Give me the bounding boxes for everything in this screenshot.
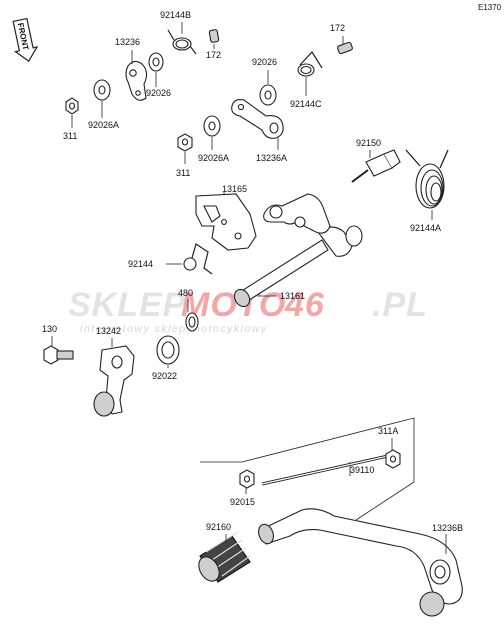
spring-92144a xyxy=(405,149,449,209)
label-92144b: 92144B xyxy=(160,10,191,20)
washer-92026-top xyxy=(148,52,164,72)
watermark-sklep: SKLEP xyxy=(68,286,186,324)
pin-172-right xyxy=(337,41,353,55)
watermark-moto: MOTO xyxy=(181,286,286,324)
label-13236: 13236 xyxy=(115,37,140,47)
watermark: SKLEP MOTO 46 .PL internetowy sklep moto… xyxy=(68,286,428,335)
washer-92026a-mid xyxy=(203,115,221,137)
washer-92022 xyxy=(156,335,180,365)
watermark-tagline: internetowy sklep motocyklowy xyxy=(80,323,268,335)
circlip-480 xyxy=(185,312,199,332)
plate-13165 xyxy=(195,193,257,251)
label-130: 130 xyxy=(42,324,57,334)
rubber-92160 xyxy=(198,531,251,583)
label-92026-top: 92026 xyxy=(146,88,171,98)
lever-13236a xyxy=(231,99,284,139)
label-172-right: 172 xyxy=(330,23,345,33)
rod-assembly-outline xyxy=(200,417,415,521)
front-arrow-badge: FRONT xyxy=(12,17,39,62)
label-92026-mid: 92026 xyxy=(252,57,277,67)
nut-92015 xyxy=(239,469,255,489)
diagram-code: E1370 xyxy=(478,3,502,12)
nut-311a xyxy=(385,449,401,469)
label-13165: 13165 xyxy=(222,184,247,194)
label-92026a-left: 92026A xyxy=(88,120,119,130)
tie-rod xyxy=(261,454,389,486)
label-92026a-mid: 92026A xyxy=(198,153,229,163)
spring-92144 xyxy=(183,243,213,275)
label-311-left: 311 xyxy=(63,131,77,141)
watermark-46: 46 xyxy=(284,286,325,324)
label-92144a: 92144A xyxy=(410,223,441,233)
label-92144c: 92144C xyxy=(290,99,322,109)
label-172-left: 172 xyxy=(206,50,221,60)
label-311a: 311A xyxy=(378,426,398,436)
label-13161: 13161 xyxy=(280,291,305,301)
watermark-pl: .PL xyxy=(372,286,428,324)
shaft-13161 xyxy=(233,193,363,308)
spring-92144c xyxy=(297,51,323,77)
stud-92150 xyxy=(351,149,401,183)
washer-92026-mid xyxy=(259,84,277,106)
spring-92144b xyxy=(167,29,197,55)
bolt-130 xyxy=(43,345,74,365)
label-92144: 92144 xyxy=(128,259,153,269)
nut-311-mid xyxy=(177,133,193,152)
washer-92026a-left xyxy=(93,79,111,101)
label-92150: 92150 xyxy=(356,138,381,148)
nut-311-left xyxy=(65,97,79,115)
label-480: 480 xyxy=(178,288,193,298)
shift-pedal-13236b xyxy=(258,508,463,617)
lever-13242 xyxy=(93,345,135,417)
label-13236a: 13236A xyxy=(256,153,287,163)
lever-13236 xyxy=(125,60,148,101)
label-13242: 13242 xyxy=(96,326,121,336)
front-arrow-icon xyxy=(12,17,39,62)
label-92160: 92160 xyxy=(206,522,231,532)
label-39110: 39110 xyxy=(350,465,374,475)
label-92022: 92022 xyxy=(152,371,177,381)
pin-172-left xyxy=(208,29,220,43)
label-92015: 92015 xyxy=(230,497,255,507)
label-13236b: 13236B xyxy=(432,523,463,533)
label-311-mid: 311 xyxy=(176,168,190,178)
